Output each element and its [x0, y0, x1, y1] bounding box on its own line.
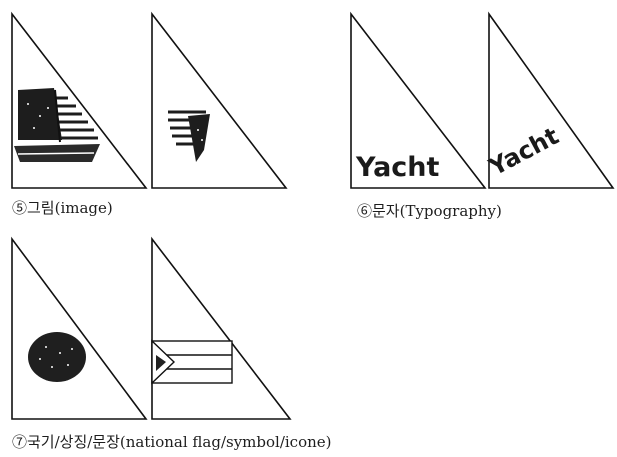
yacht-word-upright: Yacht	[355, 152, 440, 183]
caption-typography: ⑥문자(Typography)	[357, 200, 502, 221]
caption-image: ⑤그림(image)	[12, 197, 113, 218]
flag-icon	[152, 341, 232, 383]
image-triangle-cropped	[150, 12, 290, 192]
image-triangle-full	[10, 12, 150, 192]
caption-national-flag: ⑦국기/상징/문장(national flag/symbol/icone)	[12, 431, 332, 452]
typography-triangle-rotated: Yacht	[487, 12, 617, 192]
symbol-triangle-flag	[150, 237, 295, 423]
emblem-circle-icon	[28, 332, 86, 382]
typography-triangle-upright: Yacht	[349, 12, 489, 192]
symbol-triangle-circle	[10, 237, 150, 423]
